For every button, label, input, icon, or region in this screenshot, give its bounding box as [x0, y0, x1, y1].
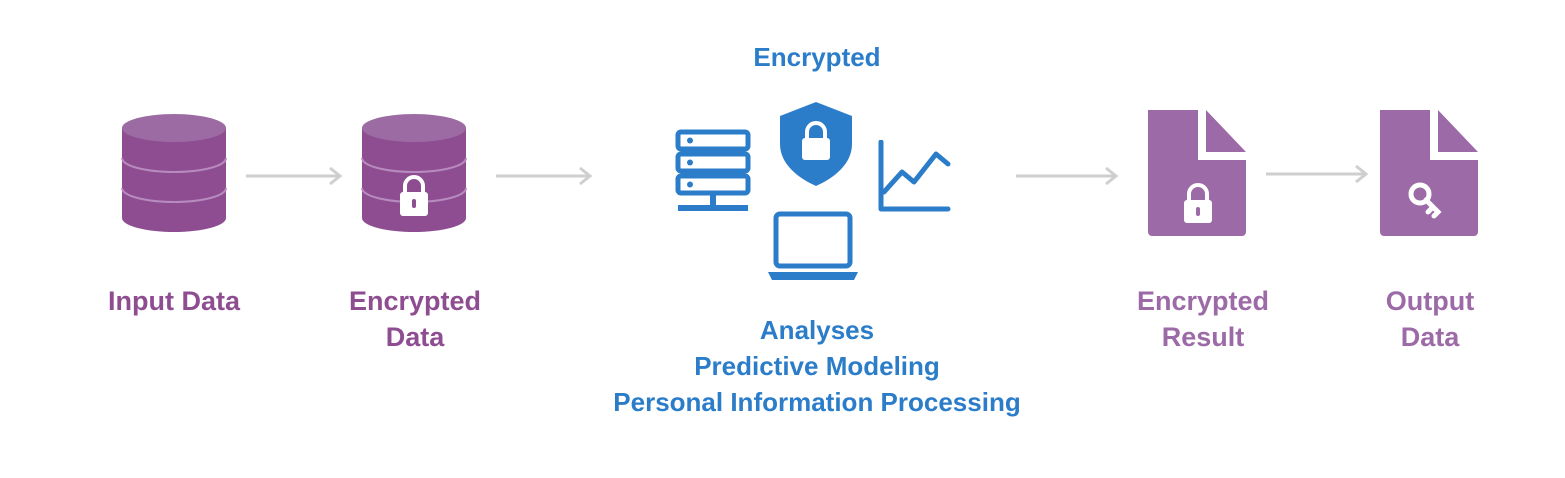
flow-arrow-3 — [1016, 166, 1119, 186]
flow-arrow-1 — [246, 166, 343, 186]
flow-arrow-2 — [496, 166, 593, 186]
step-label-input-data: Input Data — [108, 286, 240, 316]
flow-arrow-4 — [1266, 164, 1369, 184]
database-icon — [121, 114, 227, 232]
center-description: Analyses Predictive Modeling Personal In… — [560, 312, 1074, 420]
center-line-predictive-modeling: Predictive Modeling — [694, 351, 940, 381]
encrypted-database-icon — [361, 114, 467, 232]
step-label-encrypted-data: Encrypted Data — [348, 286, 482, 352]
shield-lock-icon — [780, 102, 852, 186]
locked-document-icon — [1148, 110, 1246, 236]
line-chart-icon — [878, 140, 951, 212]
center-line-personal-information: Personal Information Processing — [613, 387, 1021, 417]
step-label-encrypted-result: Encrypted Result — [1136, 286, 1270, 352]
center-title: Encrypted — [753, 42, 881, 72]
laptop-icon — [768, 211, 858, 280]
center-line-analyses: Analyses — [759, 315, 875, 345]
server-icon — [675, 129, 751, 211]
key-document-icon — [1380, 110, 1478, 236]
step-label-output-data: Output Data — [1385, 286, 1475, 352]
